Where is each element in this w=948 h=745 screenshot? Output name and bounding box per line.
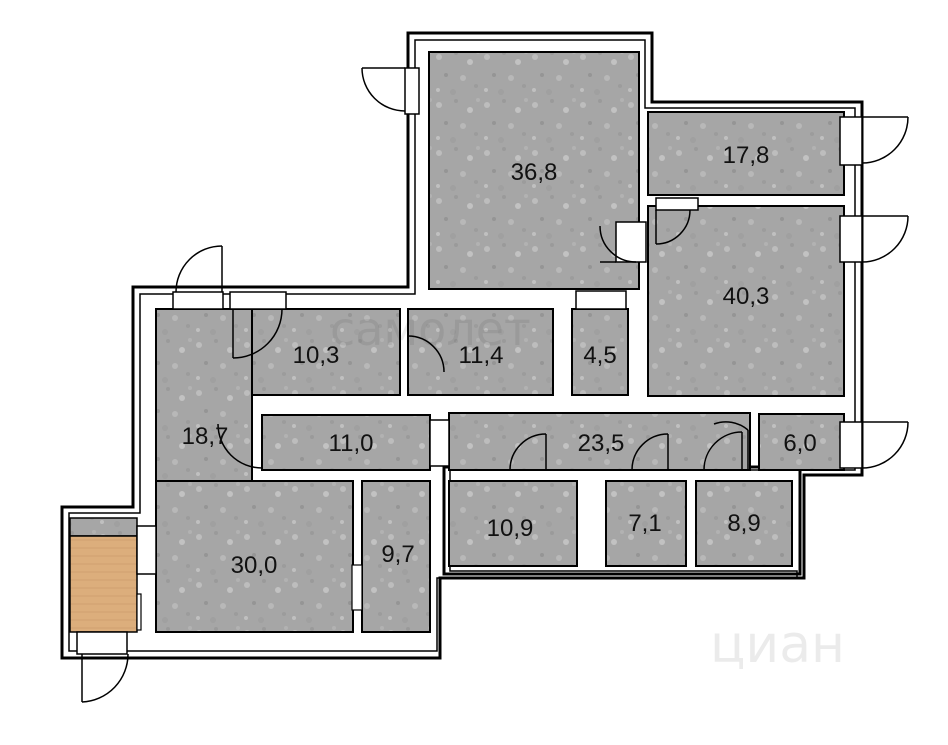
room-36-8	[428, 51, 640, 290]
room-23-5-label: 23,5	[578, 430, 625, 457]
room-labels: 36,8 17,8 40,3 10,3 11,4 4,5 18,7 11,0 2…	[182, 142, 817, 579]
room-10-3	[231, 308, 401, 396]
room-9-7-label: 9,7	[381, 541, 414, 568]
windows	[136, 564, 363, 631]
wall-openings	[76, 67, 863, 655]
room-10-9-label: 10,9	[487, 515, 534, 542]
room-11-4-label: 11,4	[459, 342, 504, 369]
room-17-8-label: 17,8	[723, 142, 770, 169]
room-6-0-label: 6,0	[783, 430, 816, 457]
room-36-8-label: 36,8	[511, 159, 558, 186]
room-4-5	[571, 308, 629, 396]
room-10-9	[448, 480, 578, 567]
building-inner-outline	[68, 39, 856, 652]
room-8-9	[695, 480, 793, 567]
room-8-9-label: 8,9	[727, 510, 760, 537]
balcony-floor	[69, 535, 138, 633]
door-swings	[81, 67, 909, 703]
room-40-3	[647, 205, 845, 397]
room-30-0-label: 30,0	[231, 552, 278, 579]
room-40-3-label: 40,3	[723, 283, 770, 310]
room-18-7	[155, 308, 253, 486]
room-10-3-label: 10,3	[293, 342, 340, 369]
room-6-0	[758, 413, 845, 471]
room-30-0	[155, 480, 354, 633]
room-18-7-label: 18,7	[182, 423, 229, 450]
balcony-tile-strip	[69, 517, 138, 537]
room-9-7	[361, 480, 431, 633]
room-7-1	[605, 480, 687, 567]
room-7-1-label: 7,1	[628, 510, 661, 537]
cian-watermark: циан	[710, 615, 845, 675]
room-17-8	[647, 111, 845, 196]
samolet-watermark: самолет	[330, 302, 531, 356]
room-11-4	[407, 308, 554, 396]
room-4-5-label: 4,5	[583, 342, 616, 369]
room-11-0-label: 11,0	[329, 430, 374, 457]
